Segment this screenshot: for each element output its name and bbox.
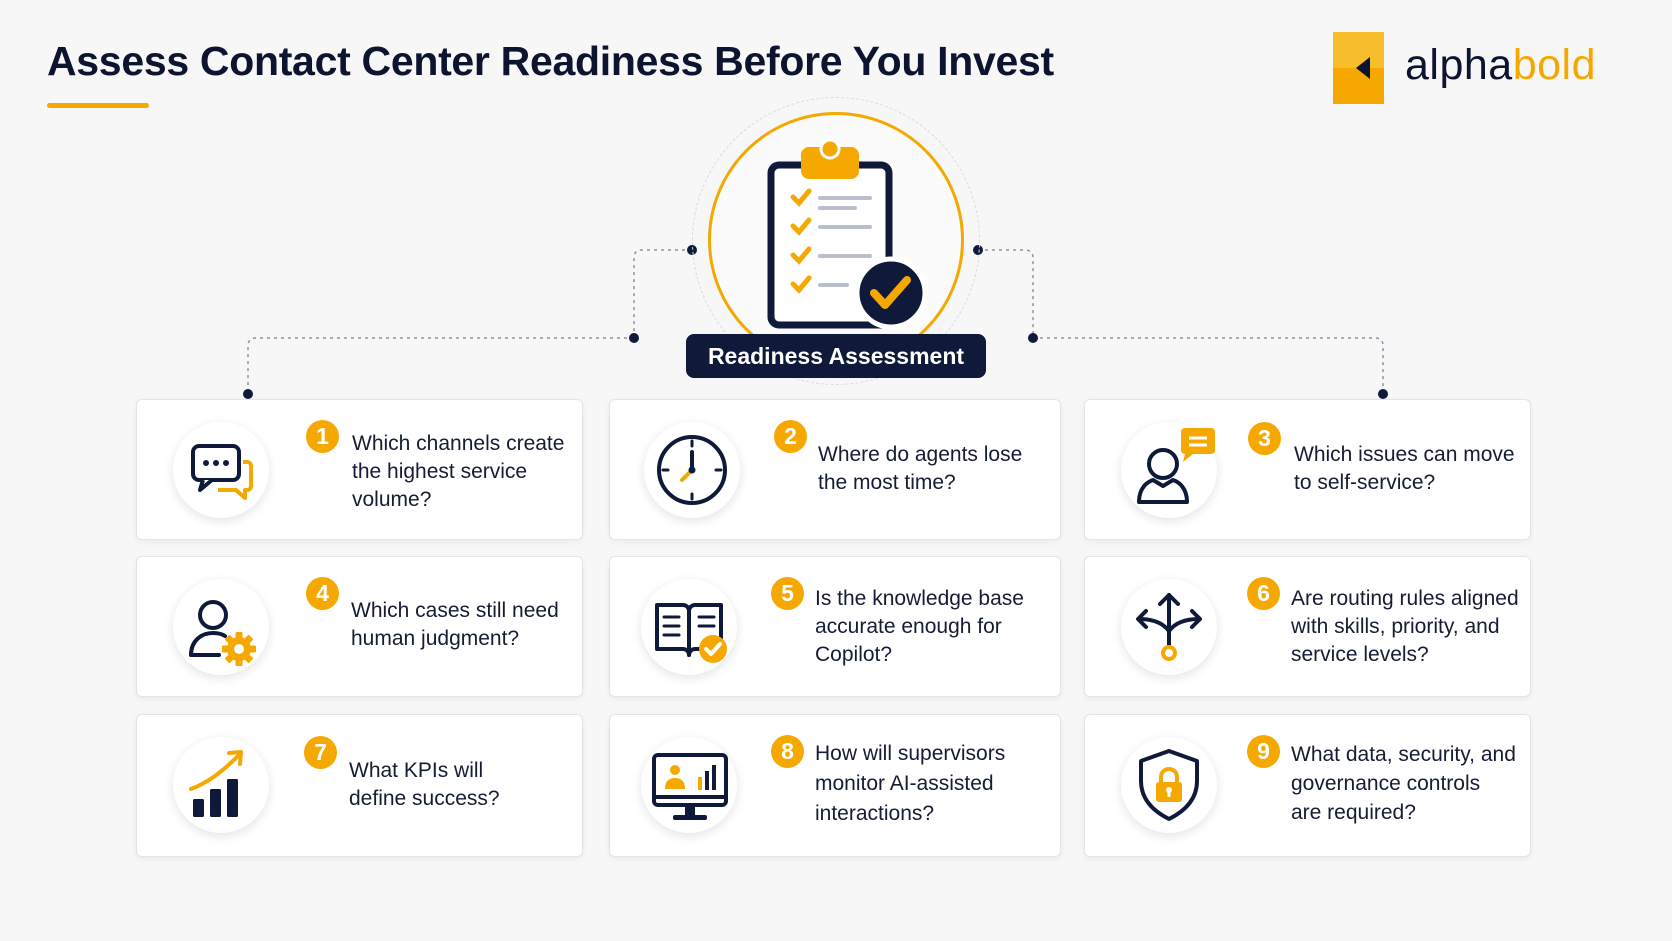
question-card-1: 1 Which channels create the highest serv…: [136, 399, 583, 540]
bar-chart-growth-icon: [189, 750, 243, 817]
question-line: the highest service: [352, 460, 528, 483]
question-card-5: 5 Is the knowledge base accurate enough …: [609, 556, 1061, 697]
connector-dot: [1028, 333, 1038, 343]
question-text: What KPIs will define success?: [349, 757, 589, 813]
question-line: to self-service?: [1294, 471, 1436, 494]
hub-halo: [692, 97, 980, 385]
number-badge: 3: [1248, 422, 1281, 455]
monitor-dashboard-icon: [652, 753, 728, 820]
question-line: How will supervisors: [815, 742, 1006, 765]
question-line: define success?: [349, 787, 500, 810]
logo-text-primary: alpha: [1405, 41, 1513, 89]
question-text: Which issues can move to self-service?: [1294, 441, 1534, 497]
question-text: Are routing rules aligned with skills, p…: [1291, 585, 1521, 669]
shield-lock-icon: [1139, 749, 1199, 821]
question-card-4: 4 Which cases still need human judgment?: [136, 556, 583, 697]
question-line: governance controls: [1291, 772, 1481, 795]
connector-dot: [243, 389, 253, 399]
question-line: Copilot?: [815, 643, 893, 666]
question-text: Where do agents lose the most time?: [818, 441, 1058, 497]
question-line: What KPIs will: [349, 759, 484, 782]
logo-mark-icon: [1333, 32, 1384, 104]
user-message-icon: [1137, 428, 1215, 504]
question-text: Is the knowledge base accurate enough fo…: [815, 585, 1055, 669]
number-badge: 6: [1247, 577, 1280, 610]
question-text: Which cases still need human judgment?: [351, 597, 591, 653]
question-line: Which channels create: [352, 432, 565, 455]
question-card-6: 6 Are routing rules aligned with skills,…: [1084, 556, 1531, 697]
user-gear-icon: [189, 600, 256, 666]
question-line: volume?: [352, 488, 432, 511]
connector-dot: [629, 333, 639, 343]
title-underline: [47, 103, 149, 108]
question-card-7: 7 What KPIs will define success?: [136, 714, 583, 857]
question-line: Where do agents lose: [818, 443, 1023, 466]
question-text: What data, security, and governance cont…: [1291, 740, 1521, 827]
question-card-2: 2 Where do agents lose the most time?: [609, 399, 1061, 540]
number-badge: 8: [771, 735, 804, 768]
question-line: the most time?: [818, 471, 956, 494]
question-line: Which cases still need: [351, 599, 559, 622]
number-badge: 7: [304, 736, 337, 769]
question-line: Which issues can move: [1294, 443, 1515, 466]
question-text: How will supervisors monitor AI-assisted…: [815, 739, 1055, 829]
number-badge: 4: [306, 577, 339, 610]
question-line: interactions?: [815, 802, 935, 825]
hub-label: Readiness Assessment: [686, 334, 986, 378]
chat-bubbles-icon: [191, 444, 253, 500]
question-card-9: 9 What data, security, and governance co…: [1084, 714, 1531, 857]
brand-logo: alphabold: [1333, 32, 1633, 106]
number-badge: 2: [774, 420, 807, 453]
question-line: are required?: [1291, 801, 1416, 824]
logo-wordmark: alphabold: [1405, 41, 1596, 90]
question-line: Is the knowledge base: [815, 587, 1024, 610]
number-badge: 5: [771, 577, 804, 610]
routing-arrows-icon: [1136, 593, 1202, 661]
number-badge: 9: [1247, 735, 1280, 768]
page-title: Assess Contact Center Readiness Before Y…: [47, 38, 1054, 84]
number-badge: 1: [306, 420, 339, 453]
question-line: accurate enough for: [815, 615, 1002, 638]
logo-text-accent: bold: [1512, 41, 1597, 89]
question-line: with skills, priority, and: [1291, 615, 1500, 638]
connector-dot: [1378, 389, 1388, 399]
clipboard-check-icon: [767, 138, 925, 330]
question-line: What data, security, and: [1291, 743, 1516, 766]
question-card-8: 8 How will supervisors monitor AI-assist…: [609, 714, 1061, 857]
book-check-icon: [655, 603, 727, 663]
question-line: Are routing rules aligned: [1291, 587, 1519, 610]
question-card-3: 3 Which issues can move to self-service?: [1084, 399, 1531, 540]
question-line: human judgment?: [351, 627, 520, 650]
question-text: Which channels create the highest servic…: [352, 430, 592, 514]
question-line: service levels?: [1291, 643, 1429, 666]
clock-icon: [657, 435, 727, 505]
question-line: monitor AI-assisted: [815, 772, 994, 795]
